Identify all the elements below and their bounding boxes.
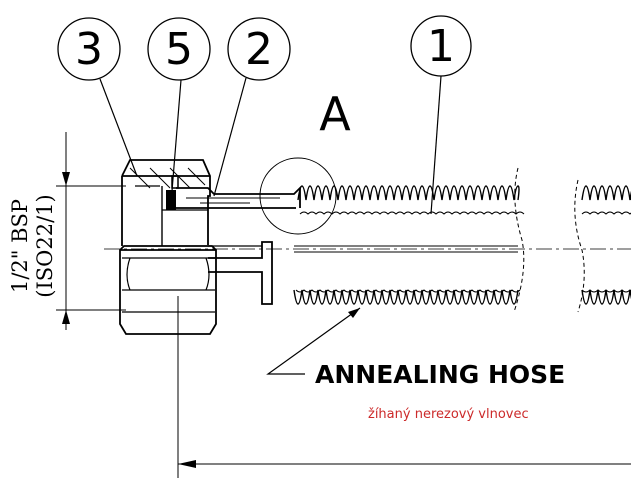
callout-5: 5 xyxy=(147,17,211,81)
hose-segment-main xyxy=(293,185,525,305)
hose-outline-bottom xyxy=(293,289,519,305)
callout-2: 2 xyxy=(227,17,291,81)
nut xyxy=(119,159,217,335)
hose-inner-bottom xyxy=(295,289,521,293)
hose-outline-top xyxy=(297,185,520,201)
hose-label-group: ANNEALING HOSE žíhaný nerezový vlnovec xyxy=(266,307,565,422)
leader-callout-2 xyxy=(213,77,247,197)
dimension-group: 1/2" BSP (ISO22/1) xyxy=(8,132,126,330)
dimension-label-line2: (ISO22/1) xyxy=(33,194,57,297)
leader-callout-3 xyxy=(99,78,138,177)
hose-inner-top xyxy=(299,211,525,215)
callout-1: 1 xyxy=(410,15,472,77)
leader-callout-5 xyxy=(171,79,182,192)
callout-1-number: 1 xyxy=(427,21,455,72)
callout-3-number: 3 xyxy=(75,24,103,75)
callout-2-number: 2 xyxy=(245,24,273,75)
hose-sublabel: žíhaný nerezový vlnovec xyxy=(368,407,529,422)
length-dimension xyxy=(177,296,631,478)
hose-segment-end xyxy=(581,185,631,305)
callout-3: 3 xyxy=(57,17,121,81)
gasket xyxy=(166,175,179,210)
hose-label-leader xyxy=(266,307,361,375)
break-line-left xyxy=(513,167,525,313)
detail-circle xyxy=(259,157,337,235)
view-label: A xyxy=(319,87,351,141)
callout-5-number: 5 xyxy=(165,24,193,75)
dimension-label-line1: 1/2" BSP xyxy=(8,199,32,293)
hose-label: ANNEALING HOSE xyxy=(315,360,565,389)
